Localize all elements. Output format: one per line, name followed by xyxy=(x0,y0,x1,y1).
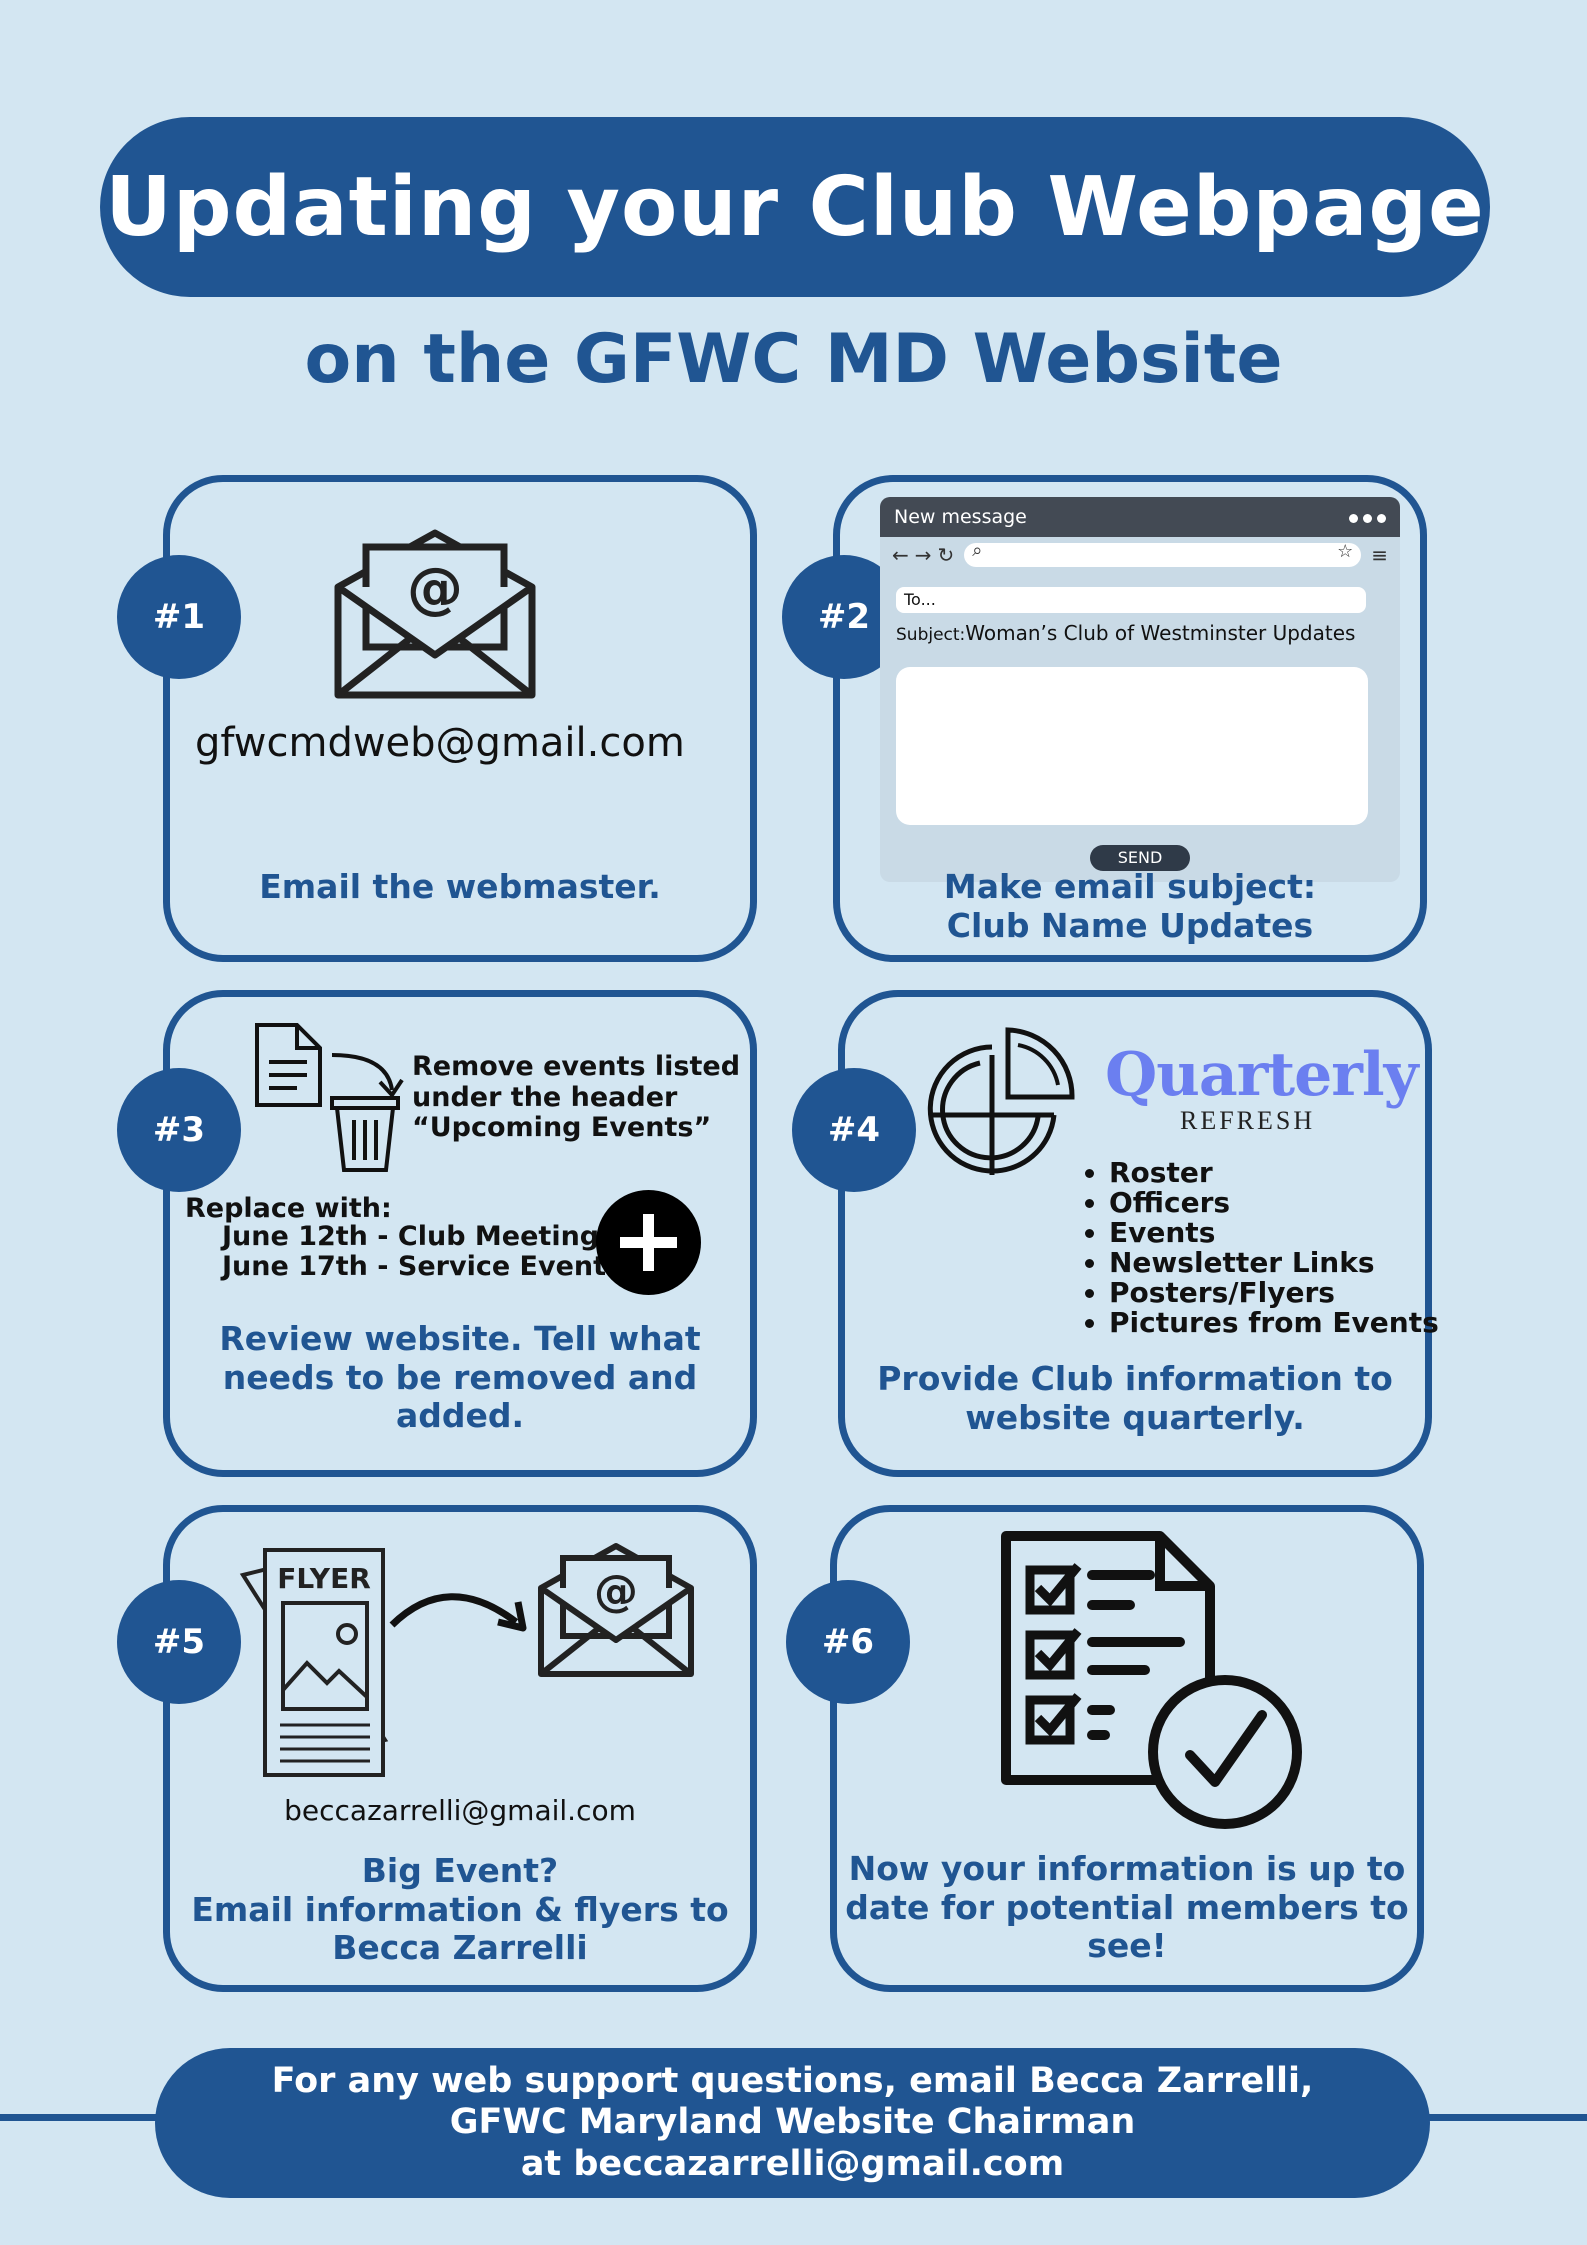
refresh-label: REFRESH xyxy=(1180,1106,1316,1135)
step-6-card xyxy=(830,1505,1424,1992)
browser-toolbar: ← → ↻ ⌕ ☆ ≡ xyxy=(880,537,1400,573)
back-arrow-icon[interactable]: ← xyxy=(892,543,909,567)
plus-circle-icon xyxy=(596,1190,701,1295)
footer-banner: For any web support questions, email Bec… xyxy=(155,2048,1430,2198)
quarterly-items-list: Roster Officers Events Newsletter Links … xyxy=(1085,1158,1439,1338)
step-3-card xyxy=(163,990,757,1477)
step-1-caption: Email the webmaster. xyxy=(259,867,661,906)
replace-label: Replace with: xyxy=(185,1193,392,1224)
subject-label: Subject: xyxy=(896,625,966,645)
send-button[interactable]: SEND xyxy=(1090,845,1190,871)
chairman-email: beccazarrelli@gmail.com xyxy=(284,1794,636,1827)
compose-header: New message xyxy=(880,497,1400,537)
address-bar[interactable]: ⌕ ☆ xyxy=(964,540,1362,567)
reload-icon[interactable]: ↻ xyxy=(937,543,955,567)
compose-window-title: New message xyxy=(894,506,1027,528)
open-envelope-at-icon: @ xyxy=(334,529,536,699)
replace-list: June 12th - Club Meeting June 17th - Ser… xyxy=(222,1221,607,1283)
page-subtitle: on the GFWC MD Website xyxy=(304,320,1283,399)
step-3-caption: Review website. Tell what needs to be re… xyxy=(219,1319,701,1436)
svg-text:@: @ xyxy=(594,1566,638,1617)
step-1-card xyxy=(163,475,757,962)
email-compose-mockup: New message ← → ↻ ⌕ ☆ ≡ To... Subject:Wo… xyxy=(880,497,1400,882)
step-5-badge: #5 xyxy=(117,1580,241,1704)
search-icon: ⌕ xyxy=(972,540,983,561)
list-item: Newsletter Links xyxy=(1109,1247,1439,1278)
quarter-pie-icon xyxy=(927,1027,1075,1175)
flyer-icon: FLYER xyxy=(239,1548,389,1777)
remove-instruction: Remove events listed under the header “U… xyxy=(412,1051,741,1143)
step-6-badge: #6 xyxy=(786,1580,910,1704)
message-body[interactable] xyxy=(896,667,1368,825)
step-5-card xyxy=(163,1505,757,1992)
subject-field[interactable]: Subject:Woman’s Club of Westminster Upda… xyxy=(896,621,1355,645)
step-3-badge: #3 xyxy=(117,1068,241,1192)
step-4-badge: #4 xyxy=(792,1068,916,1192)
arrow-icon xyxy=(389,1593,527,1632)
subject-value: Woman’s Club of Westminster Updates xyxy=(965,621,1356,645)
step-6-caption: Now your information is up to date for p… xyxy=(845,1849,1409,1966)
step-2-card xyxy=(833,475,1427,962)
menu-icon[interactable]: ≡ xyxy=(1371,543,1388,567)
more-options-icon[interactable] xyxy=(1344,506,1386,528)
to-field[interactable]: To... xyxy=(896,587,1366,613)
footer-line-3: at beccazarrelli@gmail.com xyxy=(520,2143,1065,2184)
list-item: Events xyxy=(1109,1217,1439,1248)
footer-line-2: GFWC Maryland Website Chairman xyxy=(449,2102,1136,2143)
step-5-caption: Big Event? Email information & flyers to… xyxy=(191,1851,729,1968)
flyer-label: FLYER xyxy=(277,1562,371,1595)
list-item: Roster xyxy=(1109,1158,1439,1188)
quarterly-brand: Quarterly xyxy=(1105,1040,1419,1110)
document-to-trash-icon xyxy=(255,1023,404,1172)
webmaster-email: gfwcmdweb@gmail.com xyxy=(195,720,685,766)
step-4-caption: Provide Club information to website quar… xyxy=(877,1359,1393,1437)
step-2-caption: Make email subject: Club Name Updates xyxy=(943,867,1317,945)
page-title: Updating your Club Webpage xyxy=(105,159,1485,255)
footer-line-1: For any web support questions, email Bec… xyxy=(271,2061,1314,2102)
list-item: Officers xyxy=(1109,1187,1439,1218)
step-1-badge: #1 xyxy=(117,555,241,679)
forward-arrow-icon[interactable]: → xyxy=(914,543,932,567)
title-banner: Updating your Club Webpage xyxy=(100,117,1490,297)
list-item: Posters/Flyers xyxy=(1109,1277,1439,1308)
svg-text:@: @ xyxy=(407,556,463,621)
star-icon[interactable]: ☆ xyxy=(1337,541,1354,562)
open-envelope-at-icon: @ xyxy=(538,1543,694,1677)
list-item: Pictures from Events xyxy=(1109,1307,1439,1338)
checklist-approved-icon xyxy=(1001,1531,1302,1829)
step-4-card xyxy=(838,990,1432,1477)
